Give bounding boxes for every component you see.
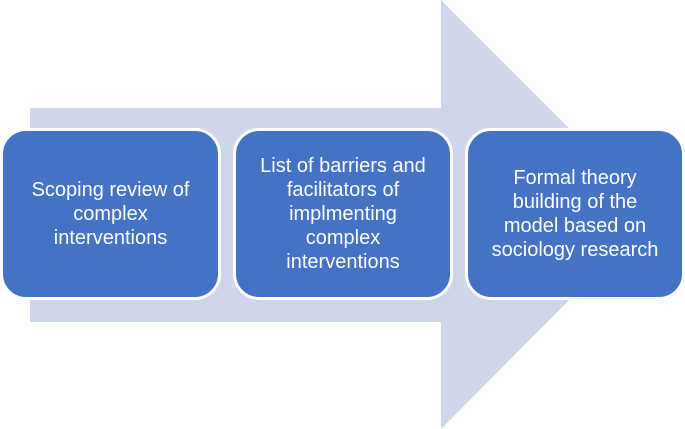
step-box-barriers-facilitators: List of barriers and facilitators of imp… bbox=[233, 128, 453, 300]
step-box-scoping-review: Scoping review of complex interventions bbox=[0, 128, 221, 300]
step-label-barriers-facilitators: List of barriers and facilitators of imp… bbox=[260, 155, 426, 273]
step-label-scoping-review: Scoping review of complex interventions bbox=[31, 179, 190, 249]
step-label-formal-theory: Formal theory building of the model base… bbox=[491, 167, 659, 261]
step-box-formal-theory: Formal theory building of the model base… bbox=[465, 128, 685, 300]
